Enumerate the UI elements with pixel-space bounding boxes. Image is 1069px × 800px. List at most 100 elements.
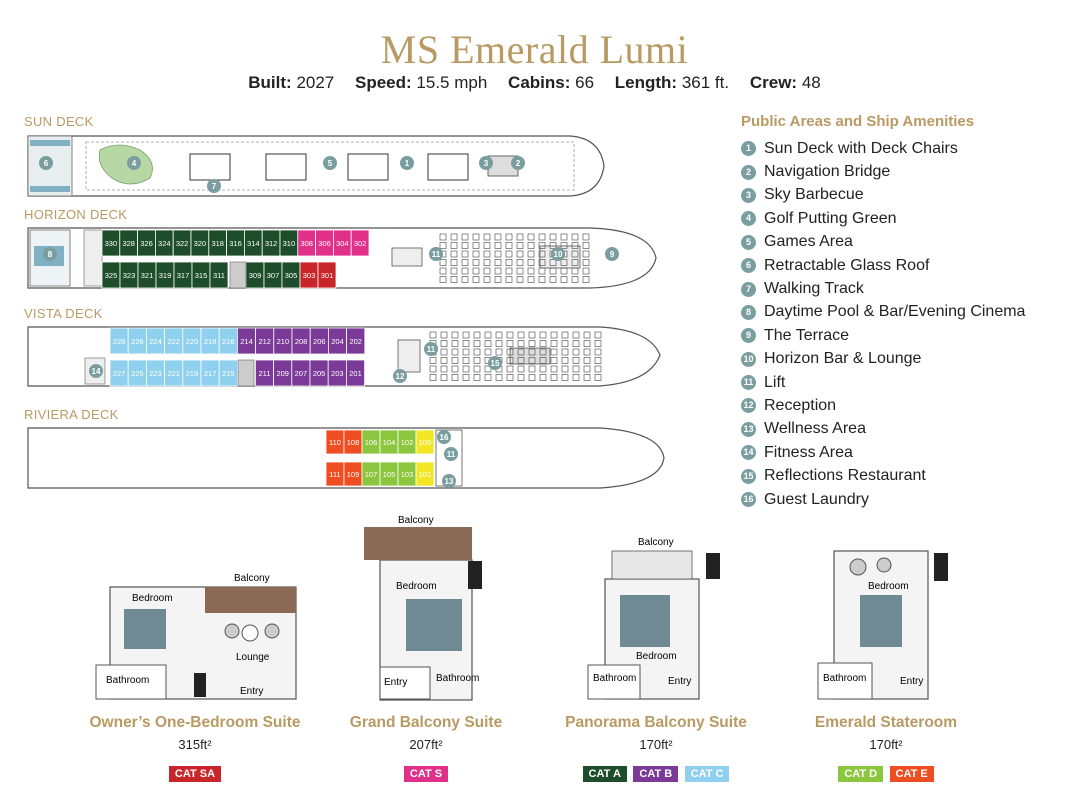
amenity-number-badge: 13 [741,421,756,437]
restaurant-table [451,365,459,373]
deck-marker [551,247,565,261]
restaurant-table [429,374,437,381]
vista-bottom-cabin-number: 223 [149,369,162,378]
horizon-top-cabin-number: 318 [211,239,224,248]
horizon-lounge-table [472,267,480,275]
horizon-lounge-table [549,276,557,283]
restaurant-table [594,365,602,373]
restaurant-table [462,374,470,381]
cat-badge: CAT D [838,766,884,782]
restaurant-table [550,365,558,373]
restaurant-table [484,348,492,356]
horizon-lounge-table [549,233,557,241]
restaurant-table [506,357,514,364]
restaurant-table [440,365,448,373]
owners-suite-plan: Bedroom Balcony Lounge Bathroom Entry [95,573,297,700]
restaurant-table [506,340,514,347]
amenity-number-badge: 2 [741,164,756,180]
riviera-top-cabin-number: 100 [419,438,432,447]
horizon-top-cabin-number: 310 [283,239,296,248]
horizon-lounge-table [483,267,491,275]
panorama-balcony-label: Balcony [638,537,674,548]
riviera-bottom-cabin-number: 101 [419,470,432,479]
amenity-number-badge: 14 [741,445,756,461]
panorama-entry-label: Entry [668,676,691,687]
restaurant-table [473,357,481,364]
deck-marker [424,342,438,356]
suite-cats-owners: CAT SA [80,764,310,782]
horizon-lounge-table [472,276,480,283]
spec-built-value: 2027 [296,73,335,92]
restaurant-table [517,340,525,347]
horizon-bottom-cabin-number: 319 [159,271,172,280]
riviera-top-cabin-number: 106 [365,438,378,447]
vista-bottom-cabin [345,359,365,387]
horizon-lounge-table [527,259,535,266]
riviera-top-cabin-number: 110 [329,438,341,447]
horizon-lounge-table [538,276,546,283]
restaurant-table [583,331,591,339]
vista-top-cabin-number: 212 [258,337,271,346]
horizon-lounge-table [439,267,447,275]
amenity-number-badge: 3 [741,187,756,203]
horizon-lounge-table [527,276,535,283]
horizon-lounge-table [439,259,447,266]
vista-bottom-cabin-number: 225 [131,369,144,378]
restaurant-table [484,340,492,347]
restaurant-table [506,348,514,356]
restaurant-table [561,357,569,364]
restaurant-table [550,348,558,356]
deck-marker-number: 8 [48,250,53,259]
horizon-lounge-table [505,267,513,275]
amenity-number-badge: 4 [741,211,756,227]
restaurant-table [462,340,470,347]
horizon-bottom-cabin-number: 305 [285,271,298,280]
amenity-label: Daytime Pool & Bar/Evening Cinema [764,303,1026,321]
restaurant-table [473,365,481,373]
horizon-bottom-cabin-number: 311 [213,271,225,280]
horizon-bottom-cabin-number: 303 [303,271,316,280]
vista-bottom-cabin-number: 201 [349,369,362,378]
horizon-lounge-table [483,242,491,249]
restaurant-table [561,374,569,381]
amenity-label: Lift [764,373,786,391]
restaurant-table [451,374,459,381]
riviera-top-cabin-number: 102 [401,438,414,447]
amenity-label: Horizon Bar & Lounge [764,350,922,368]
deck-marker-number: 14 [92,367,101,376]
restaurant-table [561,365,569,373]
horizon-top-cabin-number: 328 [122,239,135,248]
restaurant-table [495,331,503,339]
restaurant-table [539,331,547,339]
suite-name-owners: Owner’s One-Bedroom Suite [89,714,301,731]
amenity-number-badge: 10 [741,351,756,367]
vista-bottom-cabin [218,359,238,387]
ship-specs: Built: 2027 Speed: 15.5 mph Cabins: 66 L… [0,73,1069,93]
restaurant-table [462,331,470,339]
amenity-number-badge: 1 [741,141,756,157]
suite-size-owners: 315ft² [178,737,212,752]
restaurant-table [440,374,448,381]
deck-marker [207,179,221,193]
riviera-deck-label: RIVIERA DECK [24,407,119,422]
owners-bathroom-label: Bathroom [106,675,149,686]
deck-marker [605,247,619,261]
horizon-lounge-table [527,233,535,241]
grand-suite-plan: Balcony Bedroom Entry Bathroom [364,515,482,701]
restaurant-table [473,340,481,347]
vista-bottom-cabin-number: 227 [113,369,126,378]
amenity-label: The Terrace [764,326,850,344]
suite-cats-grand: CAT S [311,764,541,782]
deck-marker [479,156,493,170]
horizon-lounge-table [483,250,491,258]
restaurant-table [506,365,514,373]
grand-bathroom-label: Bathroom [436,673,479,684]
suite-plans: Bedroom Balcony Lounge Bathroom Entry Ba… [95,515,948,701]
panorama-bathroom-label: Bathroom [593,673,636,684]
suite-size-panorama: 170ft² [639,737,673,752]
amenity-number-badge: 15 [741,468,756,484]
